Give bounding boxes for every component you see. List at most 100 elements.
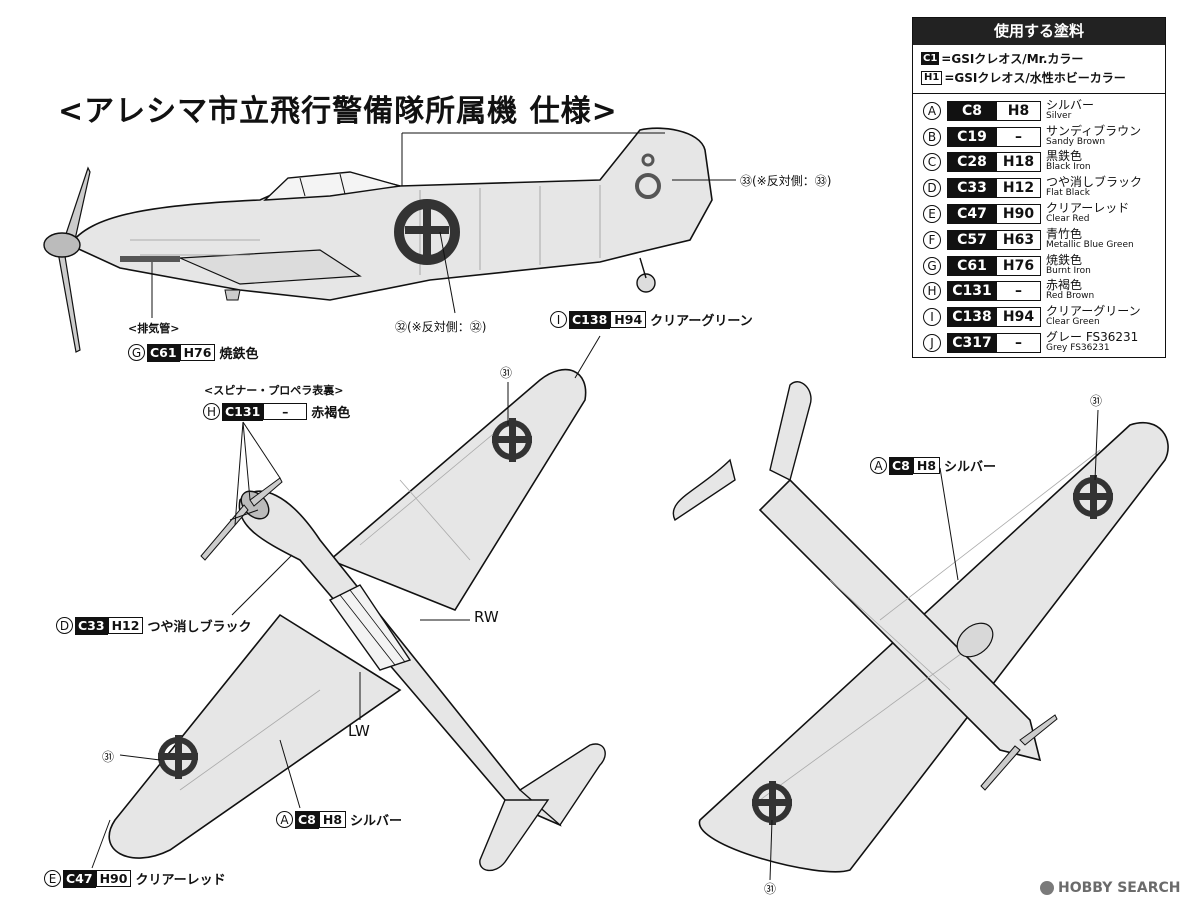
exhaust-color-name: 焼鉄色 — [219, 347, 259, 362]
legend-en-name: Clear Green — [1046, 317, 1100, 328]
legend-letter: A — [923, 101, 941, 120]
spinner-letter: H — [203, 403, 220, 420]
legend-h-code: H90 — [997, 204, 1041, 225]
legend-jp-name: 焼鉄色 — [1046, 252, 1083, 267]
legend-key-c-code: C1 — [921, 52, 940, 65]
side-view-aircraft — [43, 127, 736, 353]
decal-31-top-right: ㉛ — [500, 366, 513, 380]
wing-top-h-code: H8 — [318, 811, 347, 828]
legend-h-code: H76 — [997, 255, 1041, 276]
bottom-fuselage — [758, 478, 1042, 762]
paint-legend: 使用する塗料 C1 =GSIクレオス/Mr.カラー H1 =GSIクレオス/水性… — [912, 17, 1166, 358]
spinner-h-code: – — [263, 403, 308, 420]
exhaust-letter: G — [128, 344, 145, 361]
top-stabilizer-left — [479, 799, 550, 872]
clear-green-letter: I — [550, 311, 567, 328]
legend-letter: D — [923, 179, 941, 198]
side-tail-marking — [635, 153, 661, 199]
clear-green-h-code: H94 — [610, 311, 647, 328]
exhaust-c-code: C61 — [147, 343, 180, 362]
legend-jp-name: 青竹色 — [1046, 226, 1083, 241]
legend-letter: C — [923, 153, 941, 172]
decal-31-bottom-lower: ㉛ — [764, 882, 777, 896]
side-insignia — [394, 199, 460, 265]
spinner-c-code: C131 — [222, 402, 264, 421]
exhaust-note: <排気管> — [128, 322, 180, 335]
legend-letter: B — [923, 127, 941, 146]
wing-bottom-c-code: C8 — [889, 456, 913, 475]
legend-jp-name: グレー FS36231 — [1046, 330, 1139, 345]
bottom-view-aircraft — [672, 381, 1169, 881]
legend-en-name: Clear Red — [1046, 214, 1090, 225]
legend-en-name: Metallic Blue Green — [1046, 239, 1134, 250]
clear-green-c-code: C138 — [569, 310, 611, 329]
legend-letter: E — [923, 205, 941, 224]
decal-32-label: ㉜(※反対側：㉜) — [395, 320, 487, 334]
watermark: HOBBY SEARCH — [1040, 880, 1180, 896]
bottom-tail-right — [769, 381, 812, 482]
top-right-insignia — [492, 418, 532, 462]
spinner-note: <スピナー・プロペラ表裏> — [204, 384, 344, 397]
side-wing — [179, 249, 362, 285]
legend-c-code: C47 — [947, 204, 997, 225]
legend-h-code: H94 — [997, 307, 1041, 328]
cockpit-h-code: H12 — [107, 617, 144, 634]
legend-jp-name: 黒鉄色 — [1046, 149, 1083, 164]
legend-c-code: C138 — [947, 307, 997, 328]
cockpit-callout: D C33 H12 つや消しブラック — [56, 616, 251, 635]
wing-bottom-callout: A C8 H8 シルバー — [870, 456, 996, 475]
legend-key-h-code: H1 — [921, 70, 943, 85]
spinner-color-name: 赤褐色 — [311, 406, 351, 421]
legend-h-code: H63 — [997, 229, 1041, 250]
legend-en-name: Black Iron — [1046, 162, 1091, 173]
wing-top-color-name: シルバー — [350, 814, 403, 829]
legend-jp-name: クリアーグリーン — [1046, 304, 1141, 319]
legend-en-name: Sandy Brown — [1046, 136, 1106, 147]
side-fuselage — [68, 127, 713, 301]
legend-en-name: Red Brown — [1046, 291, 1095, 302]
legend-c-code: C61 — [947, 255, 997, 276]
wingtip-callout: E C47 H90 クリアーレッド — [44, 869, 226, 888]
legend-letter: I — [923, 308, 941, 327]
legend-en-name: Silver — [1046, 110, 1072, 121]
wingtip-h-code: H90 — [95, 870, 132, 887]
bottom-tail-left — [672, 458, 736, 522]
cockpit-c-code: C33 — [75, 616, 108, 635]
rw-label: RW — [474, 608, 499, 626]
legend-h-code: H8 — [997, 100, 1041, 121]
legend-h-code: – — [997, 126, 1041, 147]
legend-c-code: C19 — [947, 126, 997, 147]
clear-green-color-name: クリアーグリーン — [650, 314, 753, 329]
watermark-logo-icon — [1040, 881, 1054, 895]
wing-bottom-letter: A — [870, 457, 887, 474]
legend-jp-name: シルバー — [1046, 97, 1095, 112]
top-view-aircraft — [91, 335, 606, 872]
lw-label: LW — [348, 722, 370, 740]
legend-h-code: – — [997, 333, 1041, 354]
legend-h-code: – — [997, 281, 1041, 302]
legend-jp-name: 赤褐色 — [1046, 278, 1083, 293]
wingtip-c-code: C47 — [63, 869, 96, 888]
legend-key-h: H1 =GSIクレオス/水性ホビーカラー — [921, 68, 1159, 87]
wing-top-c-code: C8 — [295, 810, 319, 829]
cockpit-color-name: つや消しブラック — [147, 620, 252, 635]
legend-en-name: Grey FS36231 — [1046, 343, 1110, 354]
